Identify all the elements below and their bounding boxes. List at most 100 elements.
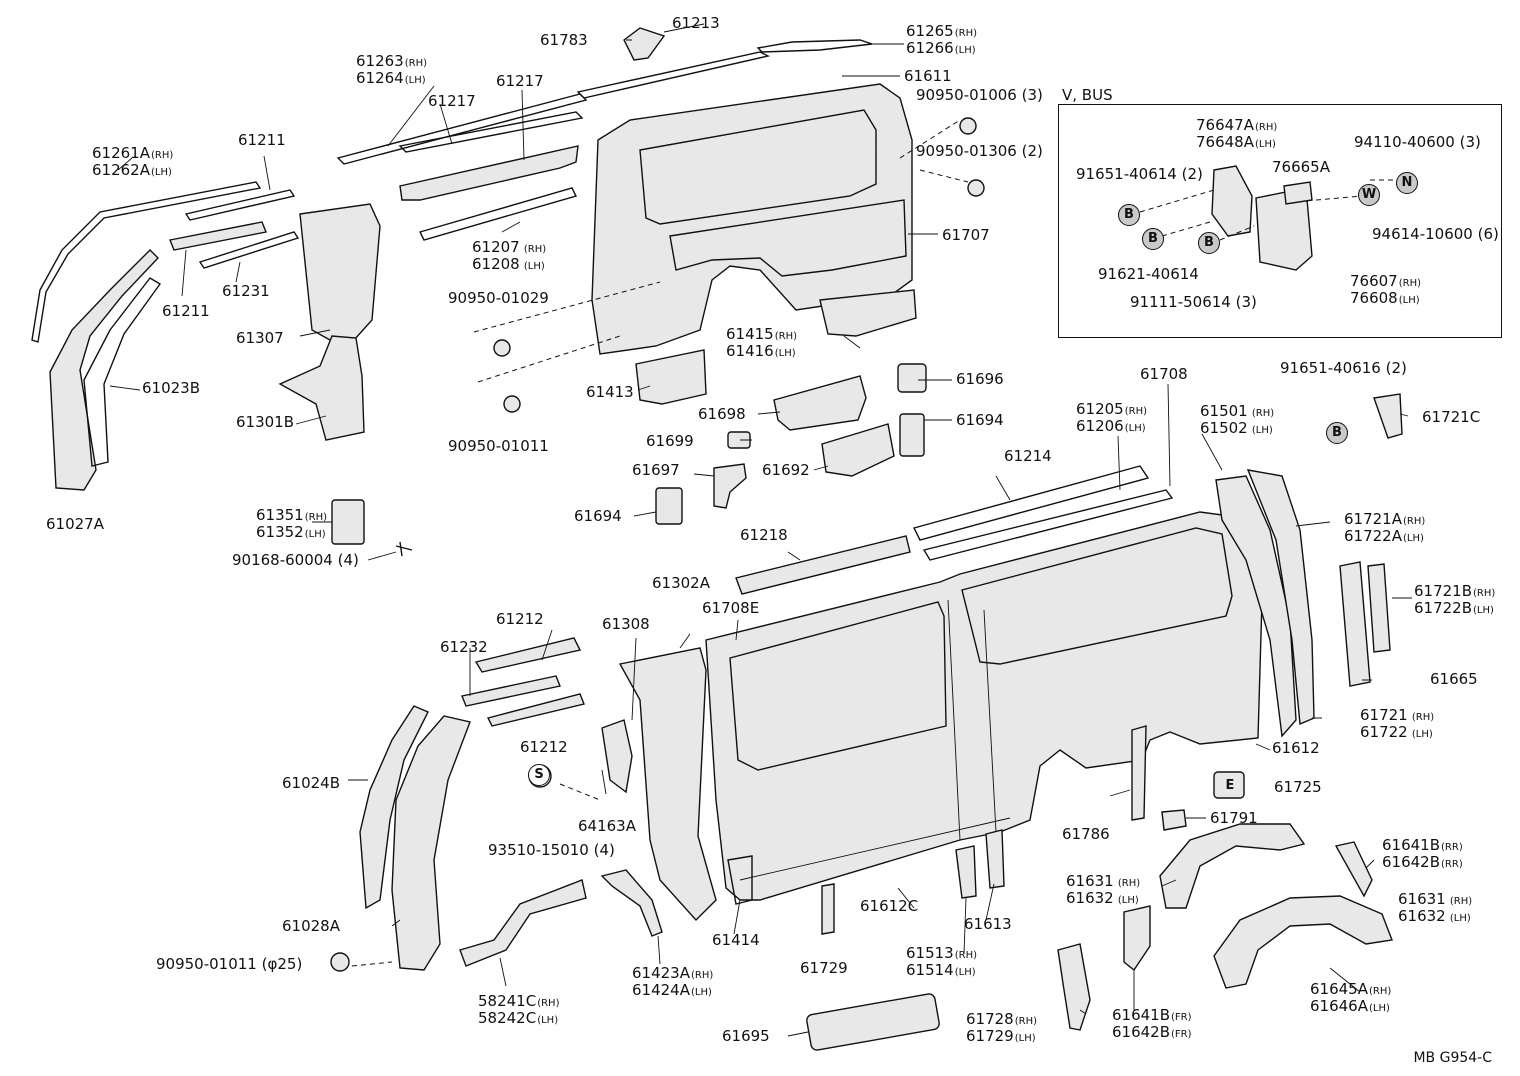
part-number: 61217: [428, 92, 476, 110]
part-number-text: 61697: [632, 462, 680, 478]
part-label-61631a: 61631 (RH)61632 (LH): [1066, 874, 1140, 908]
part-number-text: 61206(LH): [1076, 419, 1147, 436]
leader-plugs: [473, 119, 969, 383]
part-number-text: 61722 (LH): [1360, 725, 1434, 742]
part-number-text: 91651-40616 (2): [1280, 360, 1407, 376]
part-label-61783: 61783: [540, 32, 588, 48]
part-number-text: 61611: [904, 68, 952, 84]
part-number: 90950-01306 (2): [916, 142, 1043, 160]
part-number: 61416: [726, 342, 774, 360]
part-61513-strut: [955, 845, 977, 899]
part-label-61697: 61697: [632, 462, 680, 478]
part-number: 91651-40616 (2): [1280, 359, 1407, 377]
part-number: 61424A: [632, 981, 690, 999]
part-number: 61641B: [1382, 836, 1441, 854]
part-number: 61721B: [1414, 582, 1473, 600]
part-number: 61645A: [1310, 980, 1368, 998]
part-number: 61501: [1200, 402, 1248, 420]
side-suffix: (LH): [304, 529, 326, 540]
callout-b-2: B: [1142, 228, 1164, 250]
part-number-text: 61218: [740, 527, 788, 543]
part-number-text: 61631 (RH): [1066, 874, 1140, 891]
part-number-text: 94614-10600 (6): [1372, 226, 1499, 242]
part-label-61205: 61205(RH)61206(LH): [1076, 402, 1147, 436]
part-61023B-pillar: [49, 249, 159, 491]
part-label-61694a: 61694: [956, 412, 1004, 428]
part-label-61217b: 61217: [496, 73, 544, 89]
part-number-text: 61641B(RR): [1382, 838, 1463, 855]
part-number-text: 76647A(RH): [1196, 118, 1277, 135]
part-number: 61502: [1200, 419, 1248, 437]
part-61415-bracket: [819, 289, 917, 337]
part-number: 61231: [222, 282, 270, 300]
part-61217-rail-a: [398, 111, 584, 153]
part-61694b-pad: [655, 487, 683, 525]
side-suffix: (RH): [954, 28, 977, 39]
part-number-text: 61725: [1274, 779, 1322, 795]
part-61721C-bracket: [1373, 393, 1403, 439]
part-number-text: 61694: [956, 412, 1004, 428]
part-number: 61632: [1398, 907, 1446, 925]
leader-inset: [1139, 179, 1398, 241]
part-label-61612C: 61612C: [860, 898, 918, 914]
part-label-61695: 61695: [722, 1028, 770, 1044]
part-number: 61695: [722, 1027, 770, 1045]
part-number: 94614-10600 (6): [1372, 225, 1499, 243]
part-number: 91111-50614 (3): [1130, 293, 1257, 311]
part-number-text: 61501 (RH): [1200, 404, 1274, 421]
part-label-91651-40614: 91651-40614 (2): [1076, 166, 1203, 182]
part-number-text: 93510-15010 (4): [488, 842, 615, 858]
part-label-61302A: 61302A: [652, 575, 710, 591]
part-number-text: 61416(LH): [726, 344, 797, 361]
part-number-text: 61514(LH): [906, 963, 977, 980]
part-61613-strut: [985, 829, 1005, 889]
part-label-61301B: 61301B: [236, 414, 294, 430]
side-suffix: (RH): [774, 331, 797, 342]
part-number-text: 61502 (LH): [1200, 421, 1274, 438]
part-number: 61631: [1398, 890, 1446, 908]
part-number-text: 94110-40600 (3): [1354, 134, 1481, 150]
part-number-text: 61208 (LH): [472, 257, 546, 274]
part-number-text: 61699: [646, 433, 694, 449]
part-61217-rail-b: [399, 145, 579, 201]
plug-90950-01011-phi25: [330, 952, 350, 972]
callout-e: E: [1225, 778, 1235, 793]
part-number-text: 61646A(LH): [1310, 999, 1391, 1016]
part-61205-rail: [922, 489, 1174, 561]
part-61211-strip-b: [169, 221, 267, 251]
side-suffix: (RH): [1408, 712, 1435, 723]
inset-frame: [1058, 104, 1502, 338]
part-label-61694b: 61694: [574, 508, 622, 524]
part-number: 61699: [646, 432, 694, 450]
side-suffix: (RH): [1014, 1016, 1037, 1027]
part-number: 61722: [1360, 723, 1408, 741]
side-suffix: (LH): [1114, 895, 1139, 906]
side-suffix: (LH): [1254, 139, 1276, 150]
part-label-61232: 61232: [440, 639, 488, 655]
part-label-61645A: 61645A(RH)61646A(LH): [1310, 982, 1391, 1016]
part-61708-window-front: [729, 601, 947, 771]
callout-b-1: B: [1118, 204, 1140, 226]
part-label-61729: 61729: [800, 960, 848, 976]
part-number: 94110-40600 (3): [1354, 133, 1481, 151]
part-61729-strut: [821, 883, 835, 935]
part-number: 61696: [956, 370, 1004, 388]
part-number-text: 61308: [602, 616, 650, 632]
part-number: 61262A: [92, 161, 150, 179]
part-61694a-pad: [899, 413, 925, 457]
part-number: 61211: [238, 131, 286, 149]
part-label-61613: 61613: [964, 916, 1012, 932]
part-61232-strip: [461, 675, 561, 707]
part-label-91111-50614: 91111-50614 (3): [1130, 294, 1257, 310]
side-suffix: (RR): [1441, 842, 1463, 853]
part-61631a-flare: [1159, 823, 1306, 909]
part-number: 61694: [574, 507, 622, 525]
part-label-61721A: 61721A(RH)61722A(LH): [1344, 512, 1425, 546]
side-suffix: (RR): [1441, 859, 1463, 870]
part-61308-bracket: [601, 719, 633, 794]
part-number-text: 64163A: [578, 818, 636, 834]
part-number: 61729: [966, 1027, 1014, 1045]
side-suffix: (LH): [1398, 295, 1420, 306]
part-number: 61786: [1062, 825, 1110, 843]
